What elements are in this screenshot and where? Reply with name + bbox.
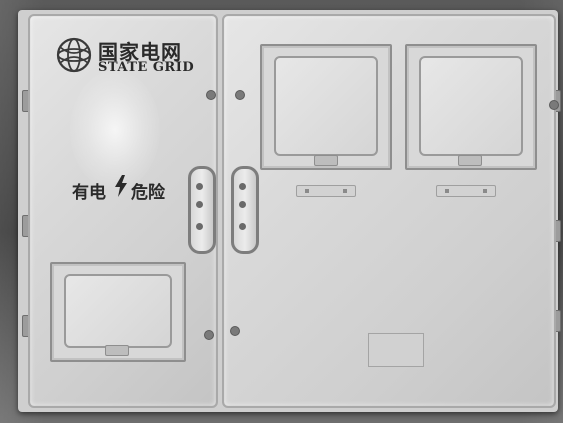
window-pane	[274, 56, 378, 156]
latch-screw	[196, 223, 203, 230]
warning-text-part1: 有电	[72, 183, 106, 203]
brand-name-english: STATE GRID	[98, 60, 195, 75]
screw	[235, 90, 245, 100]
window-pane	[64, 274, 172, 348]
window-tab	[105, 345, 129, 356]
meter-viewing-window-right-1	[260, 44, 392, 170]
latch-screw	[196, 183, 203, 190]
screw	[549, 100, 559, 110]
latch-screw	[196, 201, 203, 208]
door-latch-right[interactable]	[231, 166, 259, 254]
latch-screw	[239, 201, 246, 208]
screw	[206, 90, 216, 100]
state-grid-globe-icon	[56, 37, 92, 73]
screw	[204, 330, 214, 340]
latch-screw	[239, 183, 246, 190]
brand-name-chinese: 国家电网	[98, 40, 182, 64]
warning-text-part2: 危险	[131, 183, 165, 203]
latch-screw	[239, 223, 246, 230]
seal-strip-2	[436, 185, 496, 197]
screw	[230, 326, 240, 336]
meter-viewing-window-right-2	[405, 44, 537, 170]
window-tab	[314, 155, 338, 166]
window-tab	[458, 155, 482, 166]
door-latch-left[interactable]	[188, 166, 216, 254]
window-pane	[419, 56, 523, 156]
meter-viewing-window-left	[50, 262, 186, 362]
label-plate	[368, 333, 424, 367]
seal-strip-1	[296, 185, 356, 197]
lightning-bolt-icon	[115, 175, 127, 197]
